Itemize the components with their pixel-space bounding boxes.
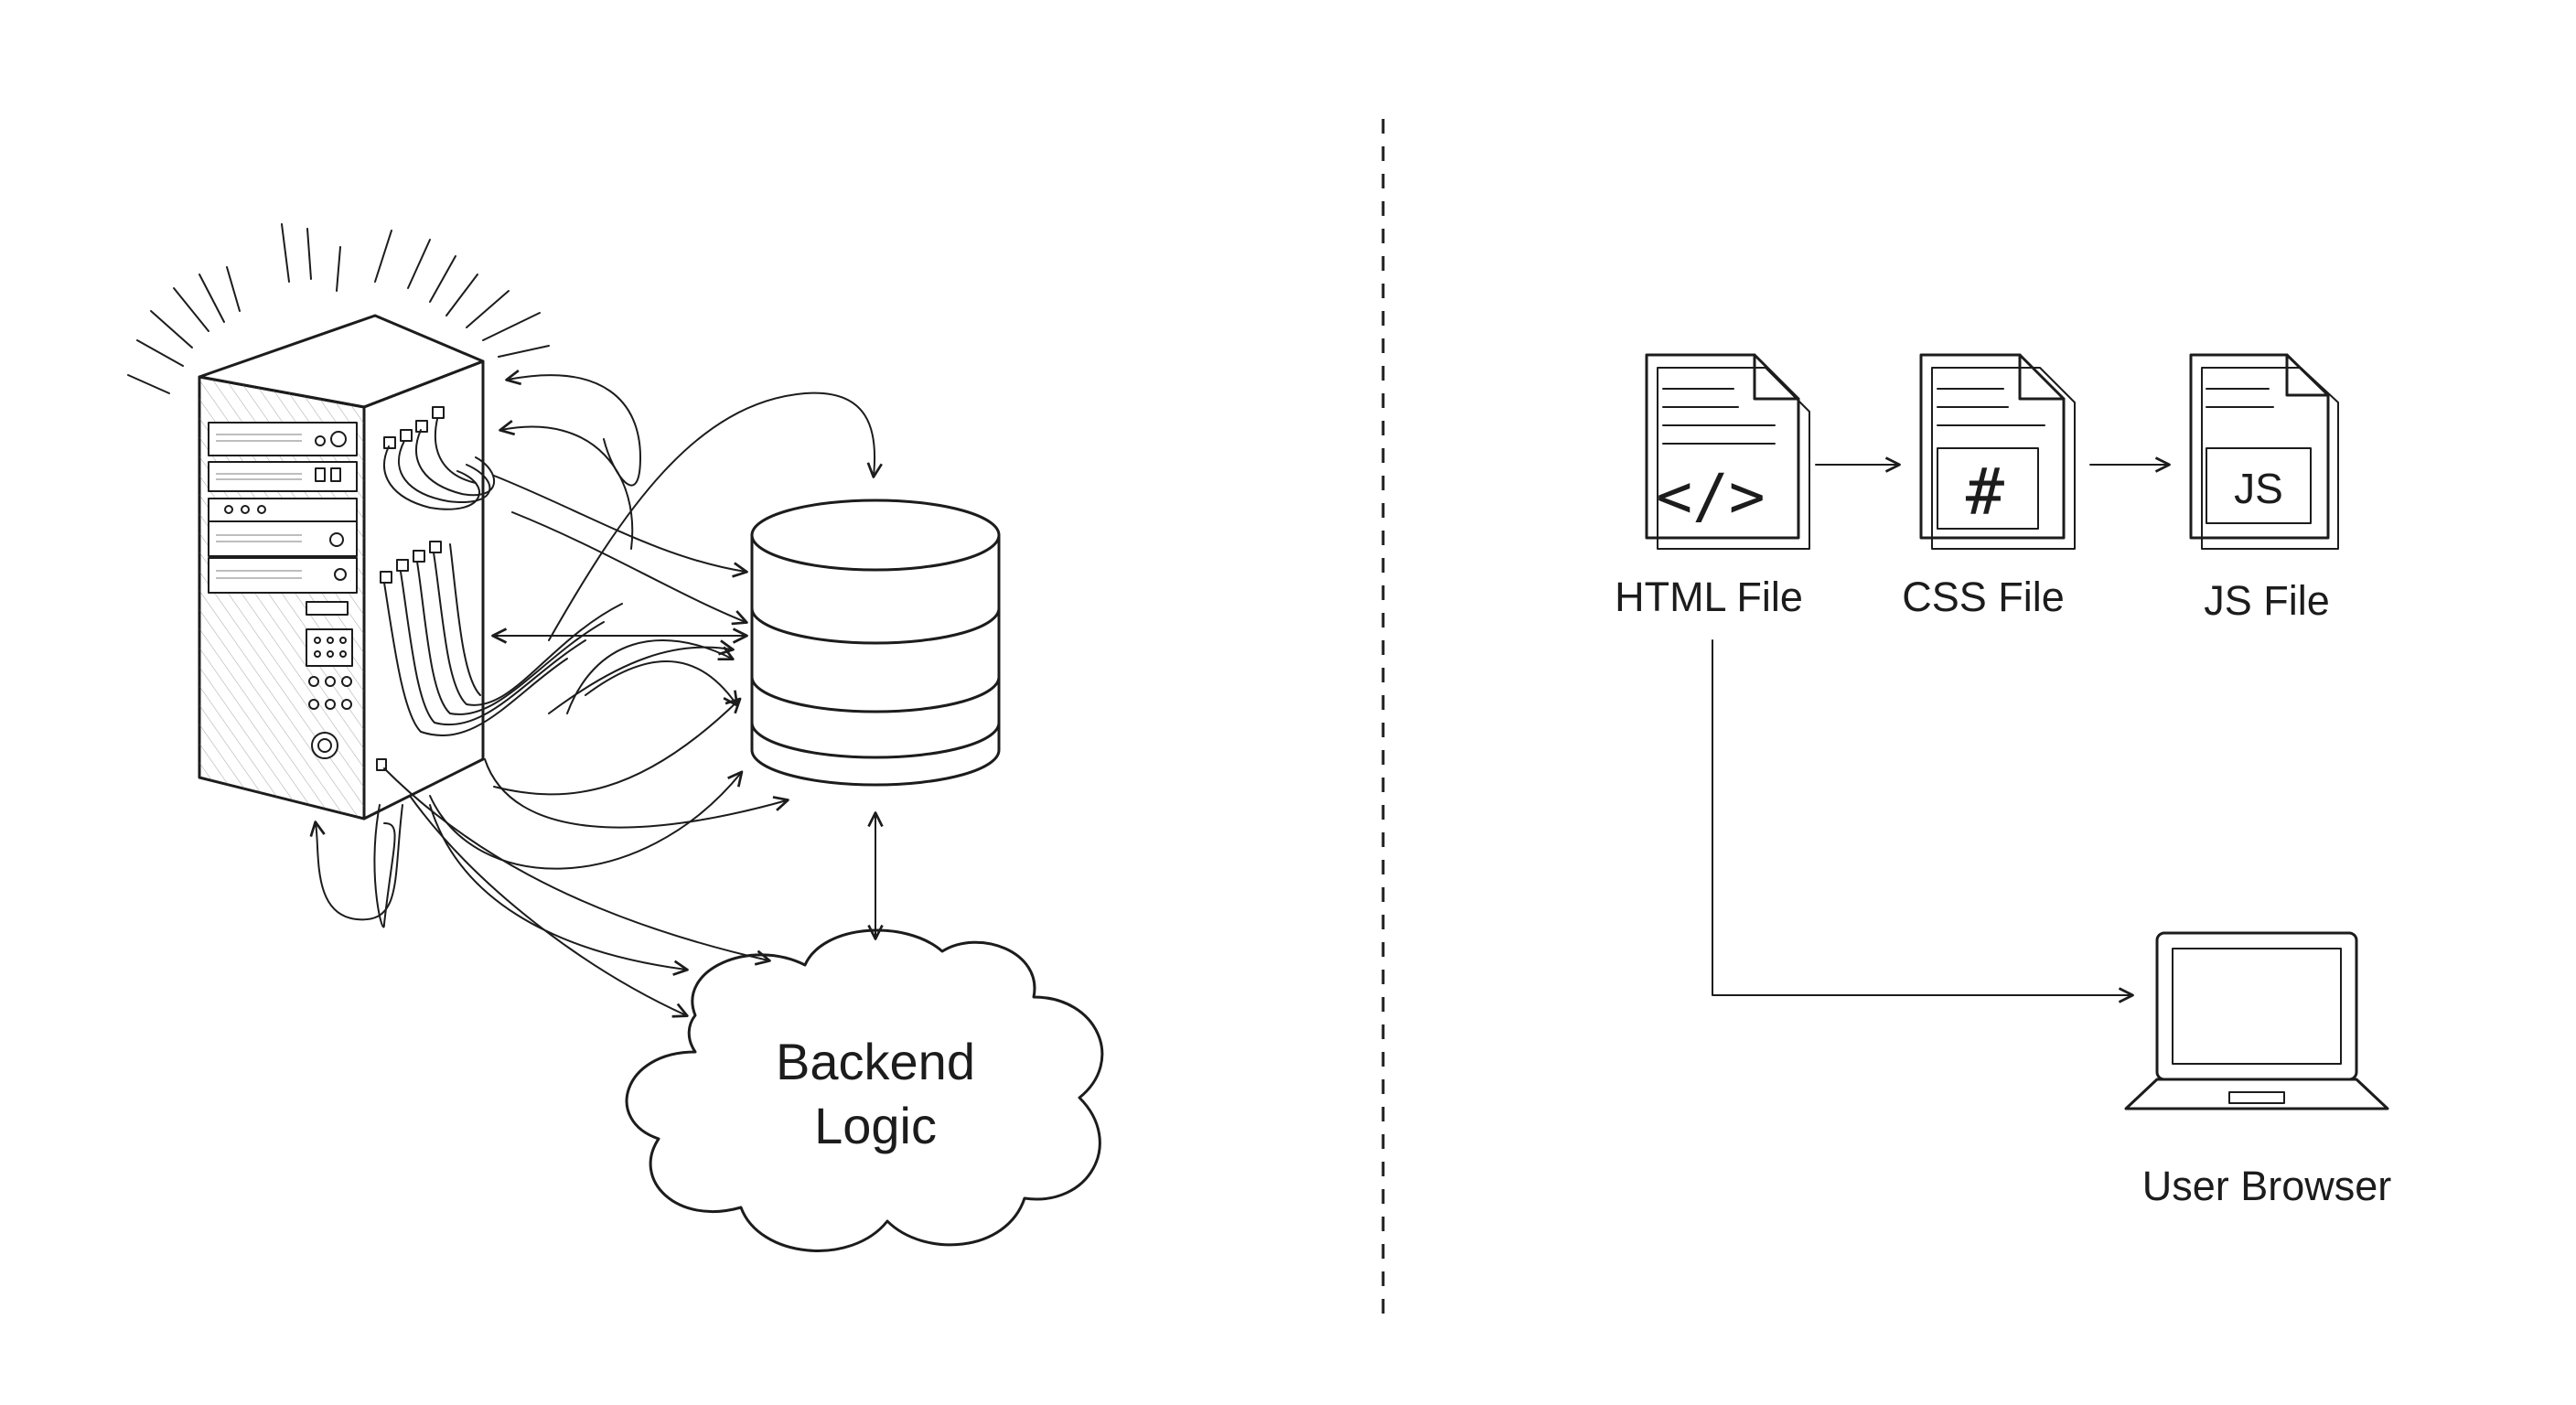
js-glyph: JS (2234, 465, 2283, 512)
server-glow-lines (127, 223, 550, 394)
arrow-html-to-browser (1712, 639, 2134, 1003)
css-file-label: CSS File (1902, 574, 2065, 620)
js-file-icon: JS (2189, 353, 2339, 550)
laptop-icon (2124, 931, 2389, 1110)
backend-logic-cloud: Backend Logic (625, 928, 1104, 1252)
cloud-label-line2: Logic (814, 1097, 937, 1154)
html-file-icon: </> (1645, 353, 1810, 550)
css-glyph: # (1966, 455, 2004, 530)
left-panel: Backend Logic (127, 223, 1104, 1252)
right-panel: </> HTML File # CSS File (1615, 353, 2392, 1209)
js-file-label: JS File (2204, 577, 2330, 624)
html-file-label: HTML File (1615, 574, 1803, 620)
cloud-label-line1: Backend (776, 1033, 975, 1090)
html-glyph: </> (1656, 461, 1765, 531)
css-file-icon: # (1919, 353, 2076, 550)
database-icon (750, 499, 1001, 787)
server-tower-icon (198, 314, 623, 820)
connection-arrows (309, 370, 884, 1018)
user-browser-label: User Browser (2142, 1163, 2392, 1209)
